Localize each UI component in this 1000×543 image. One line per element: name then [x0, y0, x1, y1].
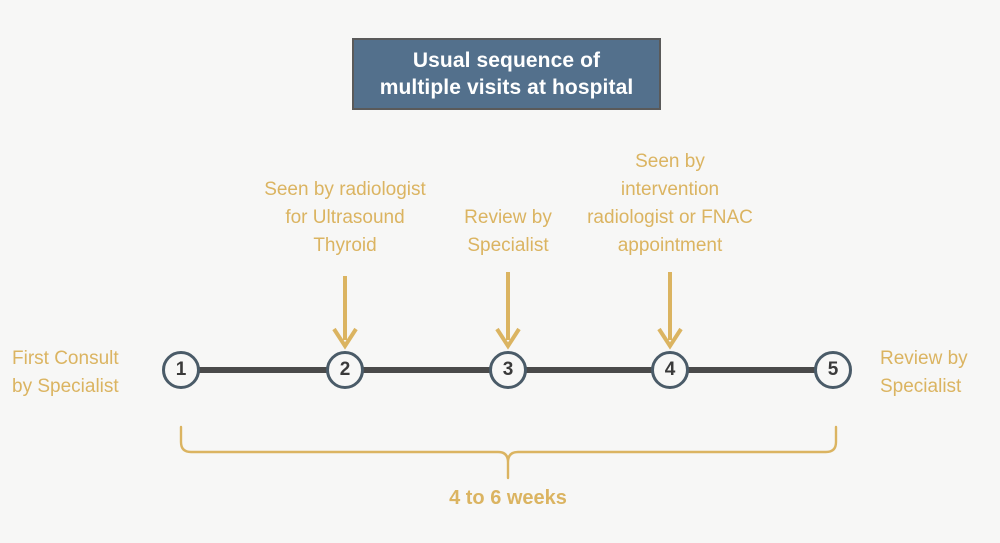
label-first-consult-line-1: First Consult [12, 348, 119, 369]
callout-label-node-4: Seen by intervention radiologist or FNAC… [587, 148, 753, 260]
label-review-by-specialist: Review by Specialist [880, 345, 968, 401]
duration-label: 4 to 6 weeks [449, 487, 567, 509]
diagram-title-line-1: Usual sequence of [412, 49, 601, 72]
arrow-to-node-3 [495, 272, 521, 350]
diagram-title-line-2: multiple visits at hospital [379, 76, 634, 99]
timeline-node-2[interactable]: 2 [326, 351, 364, 389]
callout-node-2-line-3: Thyroid [313, 235, 377, 256]
timeline-node-4[interactable]: 4 [651, 351, 689, 389]
label-review-line-1: Review by [880, 348, 968, 369]
timeline-node-2-number: 2 [339, 359, 351, 380]
callout-node-2-line-2: for Ultrasound [285, 207, 405, 228]
label-first-consult: First Consult by Specialist [12, 345, 119, 401]
arrow-to-node-2 [332, 276, 358, 350]
timeline-node-1[interactable]: 1 [162, 351, 200, 389]
timeline-node-1-number: 1 [175, 359, 187, 380]
timeline-node-3-number: 3 [502, 359, 514, 380]
callout-node-4-line-2: intervention [620, 179, 720, 200]
label-review-line-2: Specialist [880, 376, 962, 397]
timeline-node-5-number: 5 [827, 359, 839, 380]
callout-label-node-3: Review by Specialist [464, 204, 552, 260]
callout-node-4-line-4: appointment [617, 235, 723, 256]
timeline-node-4-number: 4 [664, 359, 676, 380]
callout-node-3-line-2: Specialist [467, 235, 549, 256]
callout-label-node-2: Seen by radiologist for Ultrasound Thyro… [264, 176, 426, 260]
timeline-node-3[interactable]: 3 [489, 351, 527, 389]
callout-node-4-line-1: Seen by [635, 151, 705, 172]
arrow-to-node-4 [657, 272, 683, 350]
callout-node-3-line-1: Review by [464, 207, 552, 228]
callout-node-2-line-1: Seen by radiologist [264, 179, 426, 200]
timeline-node-5[interactable]: 5 [814, 351, 852, 389]
label-first-consult-line-2: by Specialist [12, 376, 119, 397]
diagram-title-box: Usual sequence of multiple visits at hos… [352, 38, 661, 110]
callout-node-4-line-3: radiologist or FNAC [587, 207, 753, 228]
